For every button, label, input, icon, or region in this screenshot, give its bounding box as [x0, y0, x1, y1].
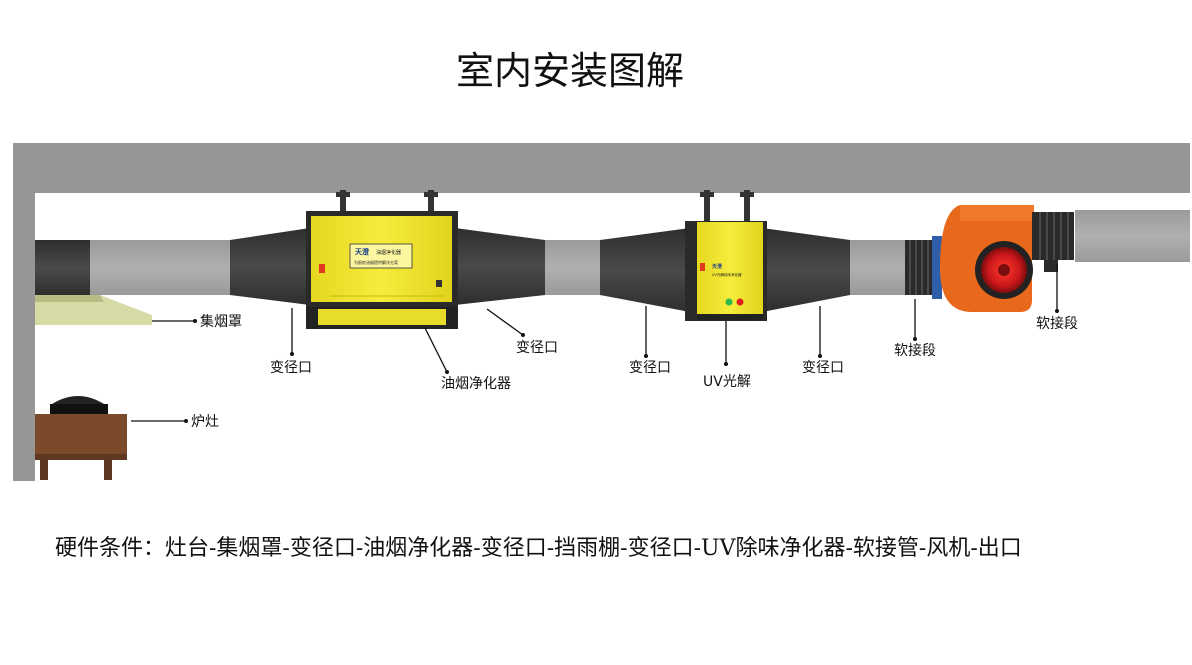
leader-lines — [131, 264, 1059, 423]
flexible-connector-1 — [905, 236, 942, 299]
hardware-caption: 硬件条件：灶台-集烟罩-变径口-油烟净化器-变径口-挡雨棚-变径口-UV除味净化… — [55, 536, 1022, 561]
label-flex-1: 软接段 — [894, 342, 936, 359]
label-purifier: 油烟净化器 — [441, 376, 511, 392]
purifier-slogan: 为厨房油烟提供解决方案 — [354, 259, 398, 265]
label-flex-2: 软接段 — [1036, 315, 1078, 332]
label-reducer-2: 变径口 — [516, 340, 558, 356]
label-reducer-1: 变径口 — [270, 360, 312, 376]
stove — [35, 396, 127, 480]
uv-brand: 天澄 — [712, 263, 723, 270]
oil-fume-purifier: 天澄 油烟净化器 为厨房油烟提供解决方案 — [306, 211, 458, 329]
purifier-brand: 天澄 — [355, 247, 370, 256]
installation-diagram: 天澄 油烟净化器 为厨房油烟提供解决方案 天澄 UV光解除味净化器 — [13, 143, 1190, 481]
label-hood: 集烟罩 — [200, 313, 242, 330]
red-indicator-icon — [736, 298, 744, 306]
ceiling-wall — [13, 143, 1190, 481]
exhaust-fan — [940, 205, 1034, 312]
label-uv: UV光解 — [703, 374, 751, 390]
purifier-name: 油烟净化器 — [376, 249, 401, 256]
green-indicator-icon — [725, 298, 733, 306]
hangers — [336, 190, 754, 222]
duct-run — [35, 210, 1190, 312]
page-title: 室内安装图解 — [455, 49, 684, 93]
label-reducer-4: 变径口 — [802, 360, 844, 376]
uv-name: UV光解除味净化器 — [712, 272, 742, 277]
flexible-connector-2 — [1032, 212, 1074, 272]
label-stove: 炉灶 — [191, 414, 219, 430]
range-hood — [35, 295, 152, 325]
label-reducer-3: 变径口 — [629, 360, 671, 376]
uv-purifier: 天澄 UV光解除味净化器 — [685, 221, 767, 321]
